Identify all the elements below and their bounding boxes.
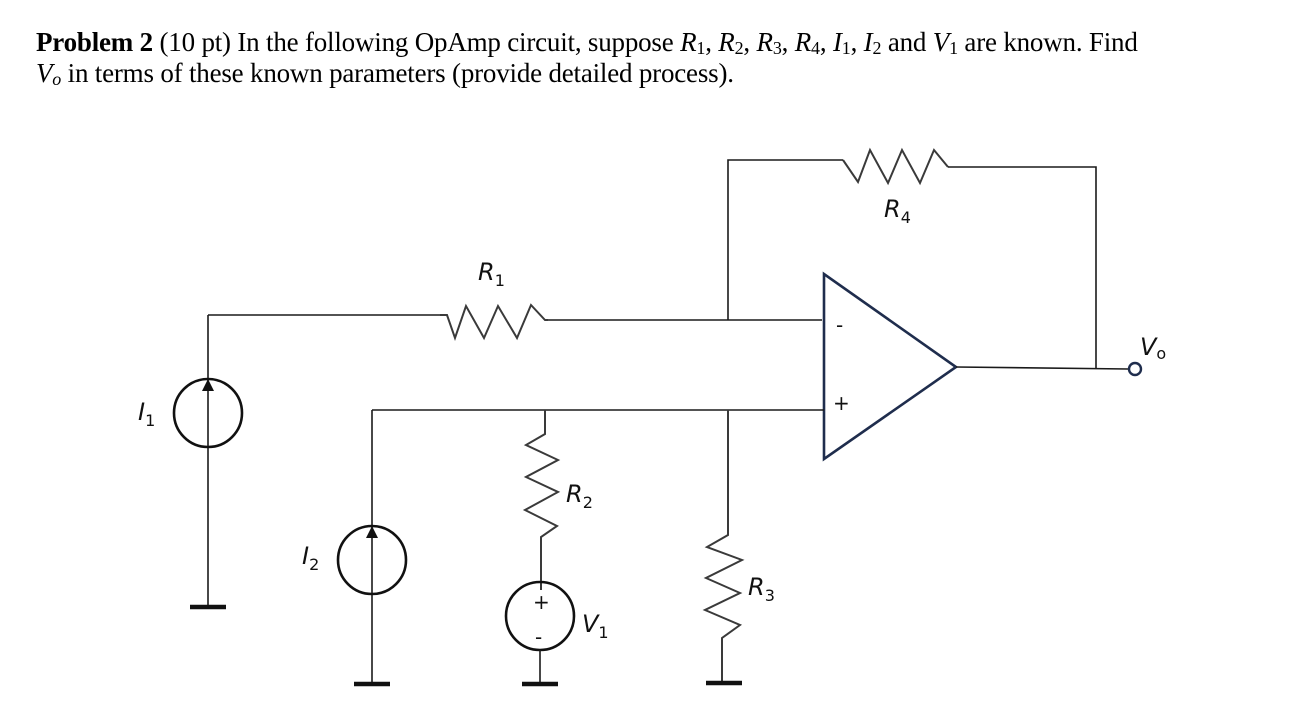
output-terminal-vo (1127, 361, 1143, 377)
label-v1: V1 (582, 610, 609, 642)
current-source-i2: I2 (302, 410, 408, 687)
known-param-subscript: 2 (872, 38, 882, 58)
known-param: I (832, 27, 842, 57)
arrow-up-icon (366, 526, 378, 538)
known-param: I (863, 27, 873, 57)
resistor-r3-zigzag (702, 410, 745, 683)
known-param: R (794, 27, 812, 57)
separator: , (850, 27, 864, 57)
wire-output (955, 366, 1129, 370)
known-parameters: R1, R2, R3, R4, I1, I2 and V1 (680, 27, 958, 57)
problem-statement: Problem 2 (10 pt) In the following OpAmp… (36, 27, 1276, 89)
known-param: R (756, 27, 774, 57)
known-param-subscript: 1 (949, 38, 958, 58)
separator: and (881, 27, 933, 57)
v1-plus-sign: + (533, 590, 550, 614)
problem-closing: in terms of these known parameters (prov… (61, 58, 734, 88)
resistor-r1-zigzag (440, 303, 548, 342)
separator: , (781, 27, 795, 57)
v1-minus-sign: - (535, 625, 542, 649)
label-r3: R3 (748, 573, 775, 605)
resistor-r3: R3 (702, 410, 775, 686)
known-param-subscript: 1 (841, 38, 851, 58)
known-param-subscript: 4 (811, 38, 820, 58)
op-amp-noninverting-sign: + (833, 391, 850, 415)
arrow-up-icon (202, 379, 214, 391)
known-param-subscript: 1 (696, 38, 706, 58)
separator: , (819, 27, 833, 57)
label-r2: R2 (566, 480, 593, 512)
label-i2: I2 (302, 542, 319, 574)
label-r4: R4 (884, 195, 911, 227)
current-source-i1: I1 (138, 315, 244, 610)
op-amp-inverting-sign: - (836, 313, 843, 337)
problem-intro: In the following OpAmp circuit, suppose (230, 27, 681, 57)
known-param: R (680, 27, 697, 57)
problem-heading: Problem 2 (36, 27, 153, 57)
resistor-r2-zigzag (522, 410, 561, 590)
label-i1: I1 (138, 398, 155, 430)
problem-after-params: are known. Find (957, 27, 1138, 57)
known-param: R (718, 27, 735, 57)
known-param: V (932, 27, 950, 57)
op-amp-triangle (822, 271, 959, 462)
problem-points: (10 pt) (159, 27, 232, 57)
voltage-source-v1: + - V1 (504, 580, 609, 687)
separator: , (705, 27, 719, 57)
wire-feedback-left (727, 159, 843, 320)
resistor-r2: R2 (522, 410, 593, 590)
wire-feedback-right (948, 166, 1097, 369)
label-vo: Vo (1140, 333, 1166, 363)
resistor-r4-zigzag (842, 147, 949, 186)
op-amp: - + (822, 271, 959, 462)
known-param-subscript: 2 (734, 38, 744, 58)
separator: , (743, 27, 757, 57)
resistor-r4: R4 (842, 147, 949, 227)
label-r1: R1 (478, 258, 505, 290)
target-symbol: Vo (36, 58, 62, 89)
resistor-r1: R1 (440, 258, 548, 342)
known-param-subscript: 3 (772, 38, 782, 58)
